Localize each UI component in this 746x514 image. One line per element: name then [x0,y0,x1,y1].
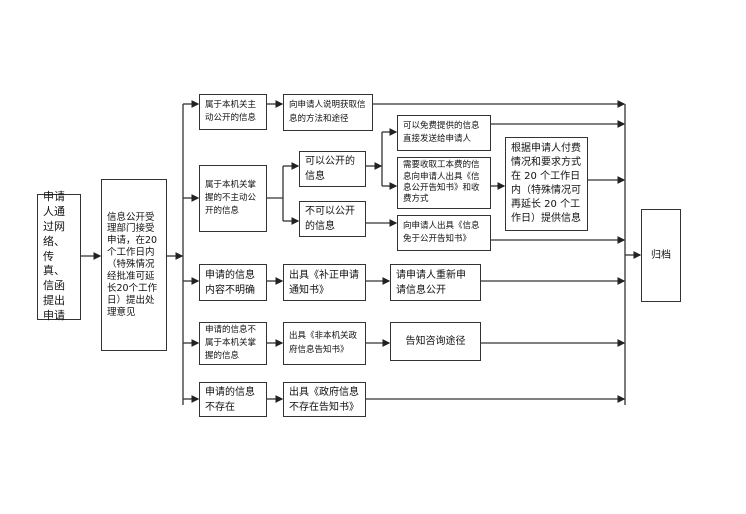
node-label: 归档 [651,250,671,261]
node-label: 申请的信息内容不明确 [205,269,255,296]
node-provide-info: 根据申请人付费情况和要求方式在 20 个工作日内（特殊情况可再延长 20 个工作… [505,137,588,231]
node-label: 出具《政府信息不存在告知书》 [289,386,359,413]
node-label: 属于本机关掌握的不主动公开的信息 [205,179,257,217]
node-label: 需要收取工本费的信息向申请人出具《信息公开告知书》和收费方式 [403,160,480,205]
node-exempt-notice: 向申请人出具《信息免于公开告知书》 [397,215,491,251]
node-applicant: 申请人通过网络、传真、信函提出申请 [37,190,81,322]
node-label: 信息公开受理部门接受申请，在20个工作日内（特殊情况经批准可延长20个工作日）提… [107,211,158,318]
node-consult-channel: 告知咨询途径 [390,322,481,361]
node-nonexistent-notice: 出具《政府信息不存在告知书》 [283,382,366,417]
node-nonexistent-info: 申请的信息不存在 [199,382,267,417]
node-label: 向申请人说明获取信息的方法和途径 [289,100,366,124]
node-fee-notice: 需要收取工本费的信息向申请人出具《信息公开告知书》和收费方式 [397,157,491,209]
node-free-send: 可以免费提供的信息直接发送给申请人 [397,115,491,151]
node-label: 申请的信息不属于本机关掌握的信息 [205,324,257,362]
node-label: 不可以公开的信息 [305,206,355,232]
node-label: 出具《非本机关政府信息告知书》 [289,331,358,355]
node-label: 出具《补正申请通知书》 [289,269,359,296]
node-nonproactive-info: 属于本机关掌握的不主动公开的信息 [199,165,267,232]
node-label: 申请人通过网络、传真、信函提出申请 [43,190,65,322]
node-accept: 信息公开受理部门接受申请，在20个工作日内（特殊情况经批准可延长20个工作日）提… [101,179,167,351]
node-not-disclosable: 不可以公开的信息 [299,201,366,237]
node-unclear-info: 申请的信息内容不明确 [199,264,267,301]
node-label: 告知咨询途径 [405,336,466,347]
node-reapply: 请申请人重新申请信息公开 [390,264,481,301]
node-correction-notice: 出具《补正申请通知书》 [283,264,366,301]
node-proactive-info: 属于本机关主动公开的信息 [199,94,267,130]
node-not-held-notice: 出具《非本机关政府信息告知书》 [283,322,366,365]
node-label: 申请的信息不存在 [205,386,255,413]
node-archive: 归档 [641,209,681,302]
node-not-held-info: 申请的信息不属于本机关掌握的信息 [199,322,267,365]
node-label: 向申请人出具《信息免于公开告知书》 [403,220,480,244]
node-explain-method: 向申请人说明获取信息的方法和途径 [283,94,373,131]
node-label: 可以公开的信息 [305,156,355,182]
node-disclosable: 可以公开的信息 [299,151,366,187]
node-label: 属于本机关主动公开的信息 [205,99,257,123]
node-label: 根据申请人付费情况和要求方式在 20 个工作日内（特殊情况可再延长 20 个工作… [511,143,581,224]
node-label: 可以免费提供的信息直接发送给申请人 [403,120,480,144]
node-label: 请申请人重新申请信息公开 [396,269,466,296]
